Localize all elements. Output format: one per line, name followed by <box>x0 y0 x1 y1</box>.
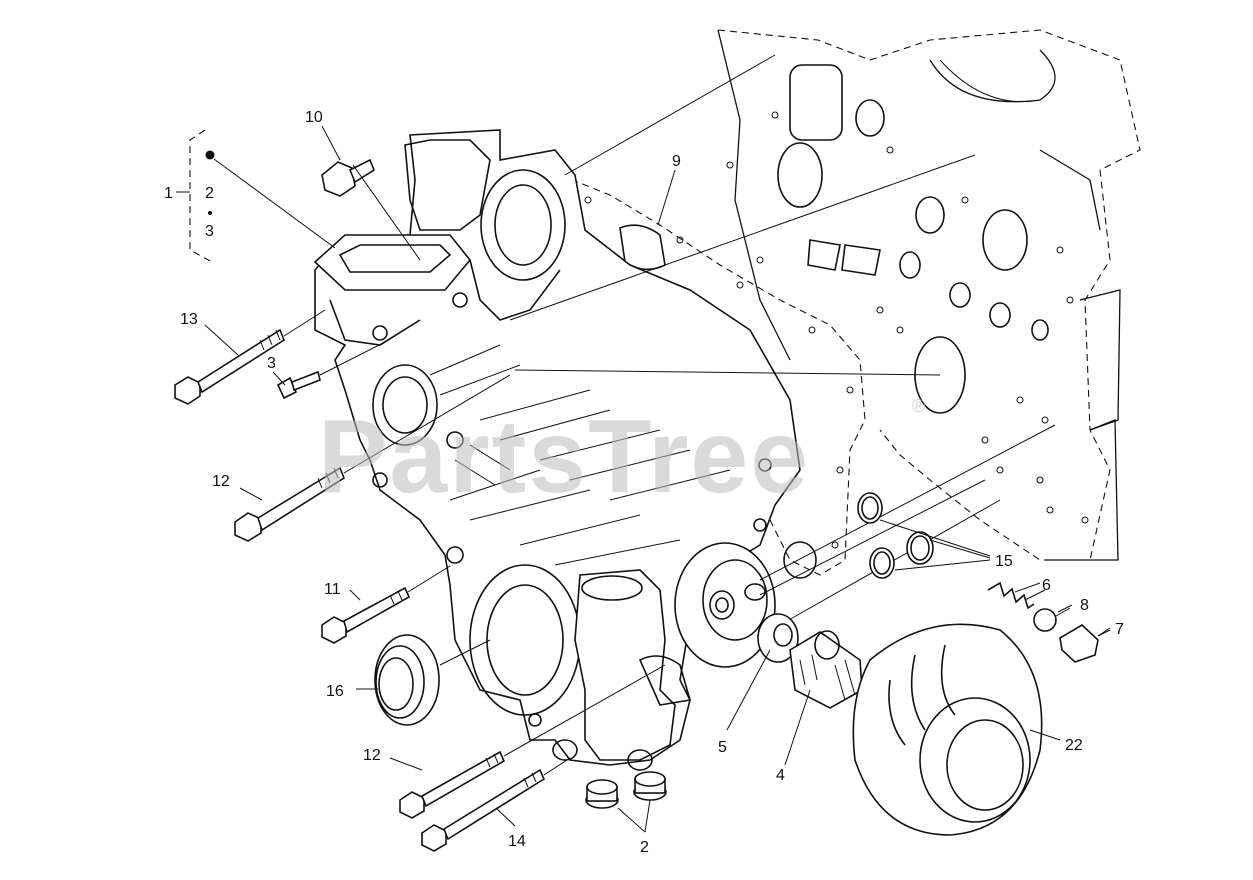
alignment-lines <box>509 54 1056 626</box>
relief-spring-part-6 <box>987 581 1046 610</box>
callout-4: 4 <box>776 767 785 784</box>
relief-plug-part-7 <box>1059 624 1111 663</box>
callout-22: 22 <box>1065 737 1083 754</box>
o-ring-part-15 <box>857 492 991 579</box>
callout-16: 16 <box>326 683 344 700</box>
callout-2: 2 <box>640 839 649 856</box>
callout-6: 6 <box>1042 577 1051 594</box>
callout-1: 1 <box>164 185 173 202</box>
callout-13: 13 <box>180 311 198 328</box>
callout-1-sub-3: 3 <box>205 223 214 240</box>
callout-7: 7 <box>1115 621 1124 638</box>
callout-1-sub-2: 2 <box>205 185 214 202</box>
callout-3: 3 <box>267 355 276 372</box>
nipple-part-4 <box>789 630 863 709</box>
filter-mount-boss <box>674 542 776 668</box>
callout-9: 9 <box>672 153 681 170</box>
callout-leaders <box>204 125 1111 833</box>
bolt-part-13 <box>174 309 326 405</box>
callout-11: 11 <box>324 581 341 598</box>
watermark-registered-mark: ® <box>912 396 925 416</box>
screw-part-3 <box>276 341 386 400</box>
washer-part-5 <box>757 613 799 663</box>
oil-seal-part-16 <box>374 634 491 726</box>
callout-10: 10 <box>305 109 323 126</box>
bolt-part-10 <box>321 158 421 261</box>
bolt-part-14 <box>421 757 571 852</box>
callout-12-lower: 12 <box>363 747 381 764</box>
callout-14: 14 <box>508 833 526 850</box>
callout-15: 15 <box>995 553 1013 570</box>
plug-part-2 <box>585 771 667 809</box>
watermark: PartsTree <box>318 399 810 515</box>
bolt-part-12-lower <box>399 664 666 819</box>
callout-12-upper: 12 <box>212 473 230 490</box>
oil-filter-part-22 <box>852 623 1043 836</box>
callout-5: 5 <box>718 739 727 756</box>
bolt-part-11 <box>321 565 451 644</box>
check-ball-part-8 <box>1033 607 1071 632</box>
kit-bracket <box>176 129 336 263</box>
bolt-part-12-upper <box>234 374 511 542</box>
callout-8: 8 <box>1080 597 1089 614</box>
